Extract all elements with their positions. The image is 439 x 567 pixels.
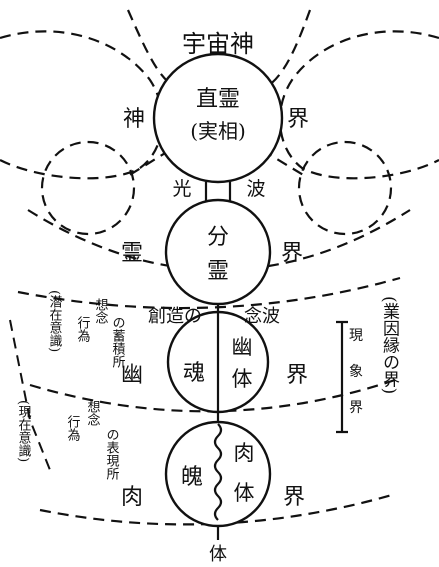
body-bottom-label: 体	[209, 544, 227, 565]
realm-yu-right: 界	[286, 363, 308, 388]
direct-spirit-label: 直霊	[196, 87, 240, 112]
divided-spirit-top: 分	[207, 225, 229, 250]
accumulation-label: の蓄積所	[110, 316, 126, 368]
flesh-body-bottom: 体	[234, 481, 255, 505]
phenomenal-2: 象	[349, 364, 363, 380]
wave-label: 波	[246, 178, 265, 200]
realm-divine-left: 神	[123, 107, 145, 132]
divine-right-upper-circle	[278, 30, 439, 180]
expression-pair-1: 想念	[85, 399, 101, 426]
direct-spirit-circle	[152, 52, 284, 184]
phenomenal-3: 界	[349, 400, 363, 416]
flesh-body-top: 肉	[234, 441, 255, 465]
thought-wave-label: 念波	[244, 305, 280, 327]
soul-label: 魂	[183, 361, 205, 386]
po-label: 魄	[181, 465, 203, 490]
po-wavy-line	[213, 423, 223, 521]
realm-yu-left: 幽	[121, 363, 143, 388]
karma-world-label: (業因縁の界)	[379, 296, 400, 394]
accumulation-note: (潜在意識)	[47, 290, 63, 352]
light-label: 光	[172, 178, 191, 200]
expression-label: の表現所	[104, 428, 120, 480]
accumulation-pair-1: 想念	[93, 297, 109, 324]
divided-spirit-circle	[164, 198, 272, 306]
realm-flesh-left: 肉	[121, 485, 143, 510]
divine-left-lower-circle	[40, 140, 136, 236]
accumulation-pair-2: 行為	[75, 316, 91, 342]
title-cosmic-god: 宇宙神	[182, 30, 254, 58]
realm-flesh-right: 界	[283, 485, 305, 510]
realm-divine-right: 界	[287, 107, 309, 132]
direct-spirit-paren: (実相)	[190, 119, 246, 143]
spirit-realm-boundary	[17, 276, 401, 310]
realm-spirit-left: 霊	[121, 241, 143, 266]
phenomenal-bracket-top	[336, 320, 348, 434]
yu-body-top: 幽	[232, 335, 253, 359]
divine-right-lower-circle	[297, 140, 393, 236]
divine-left-upper-circle	[0, 30, 164, 180]
expression-pair-2: 行為	[65, 415, 81, 441]
yu-body-bottom: 体	[232, 367, 253, 391]
expression-note: (現在意識)	[16, 400, 32, 462]
creation-label: 創造の	[148, 306, 202, 327]
neck-connector	[204, 182, 232, 202]
divided-spirit-bottom: 霊	[207, 259, 229, 284]
phenomenal-1: 現	[349, 328, 363, 344]
connector-left	[127, 149, 171, 177]
realm-spirit-right: 界	[281, 241, 303, 266]
flesh-realm-boundary	[39, 493, 393, 526]
